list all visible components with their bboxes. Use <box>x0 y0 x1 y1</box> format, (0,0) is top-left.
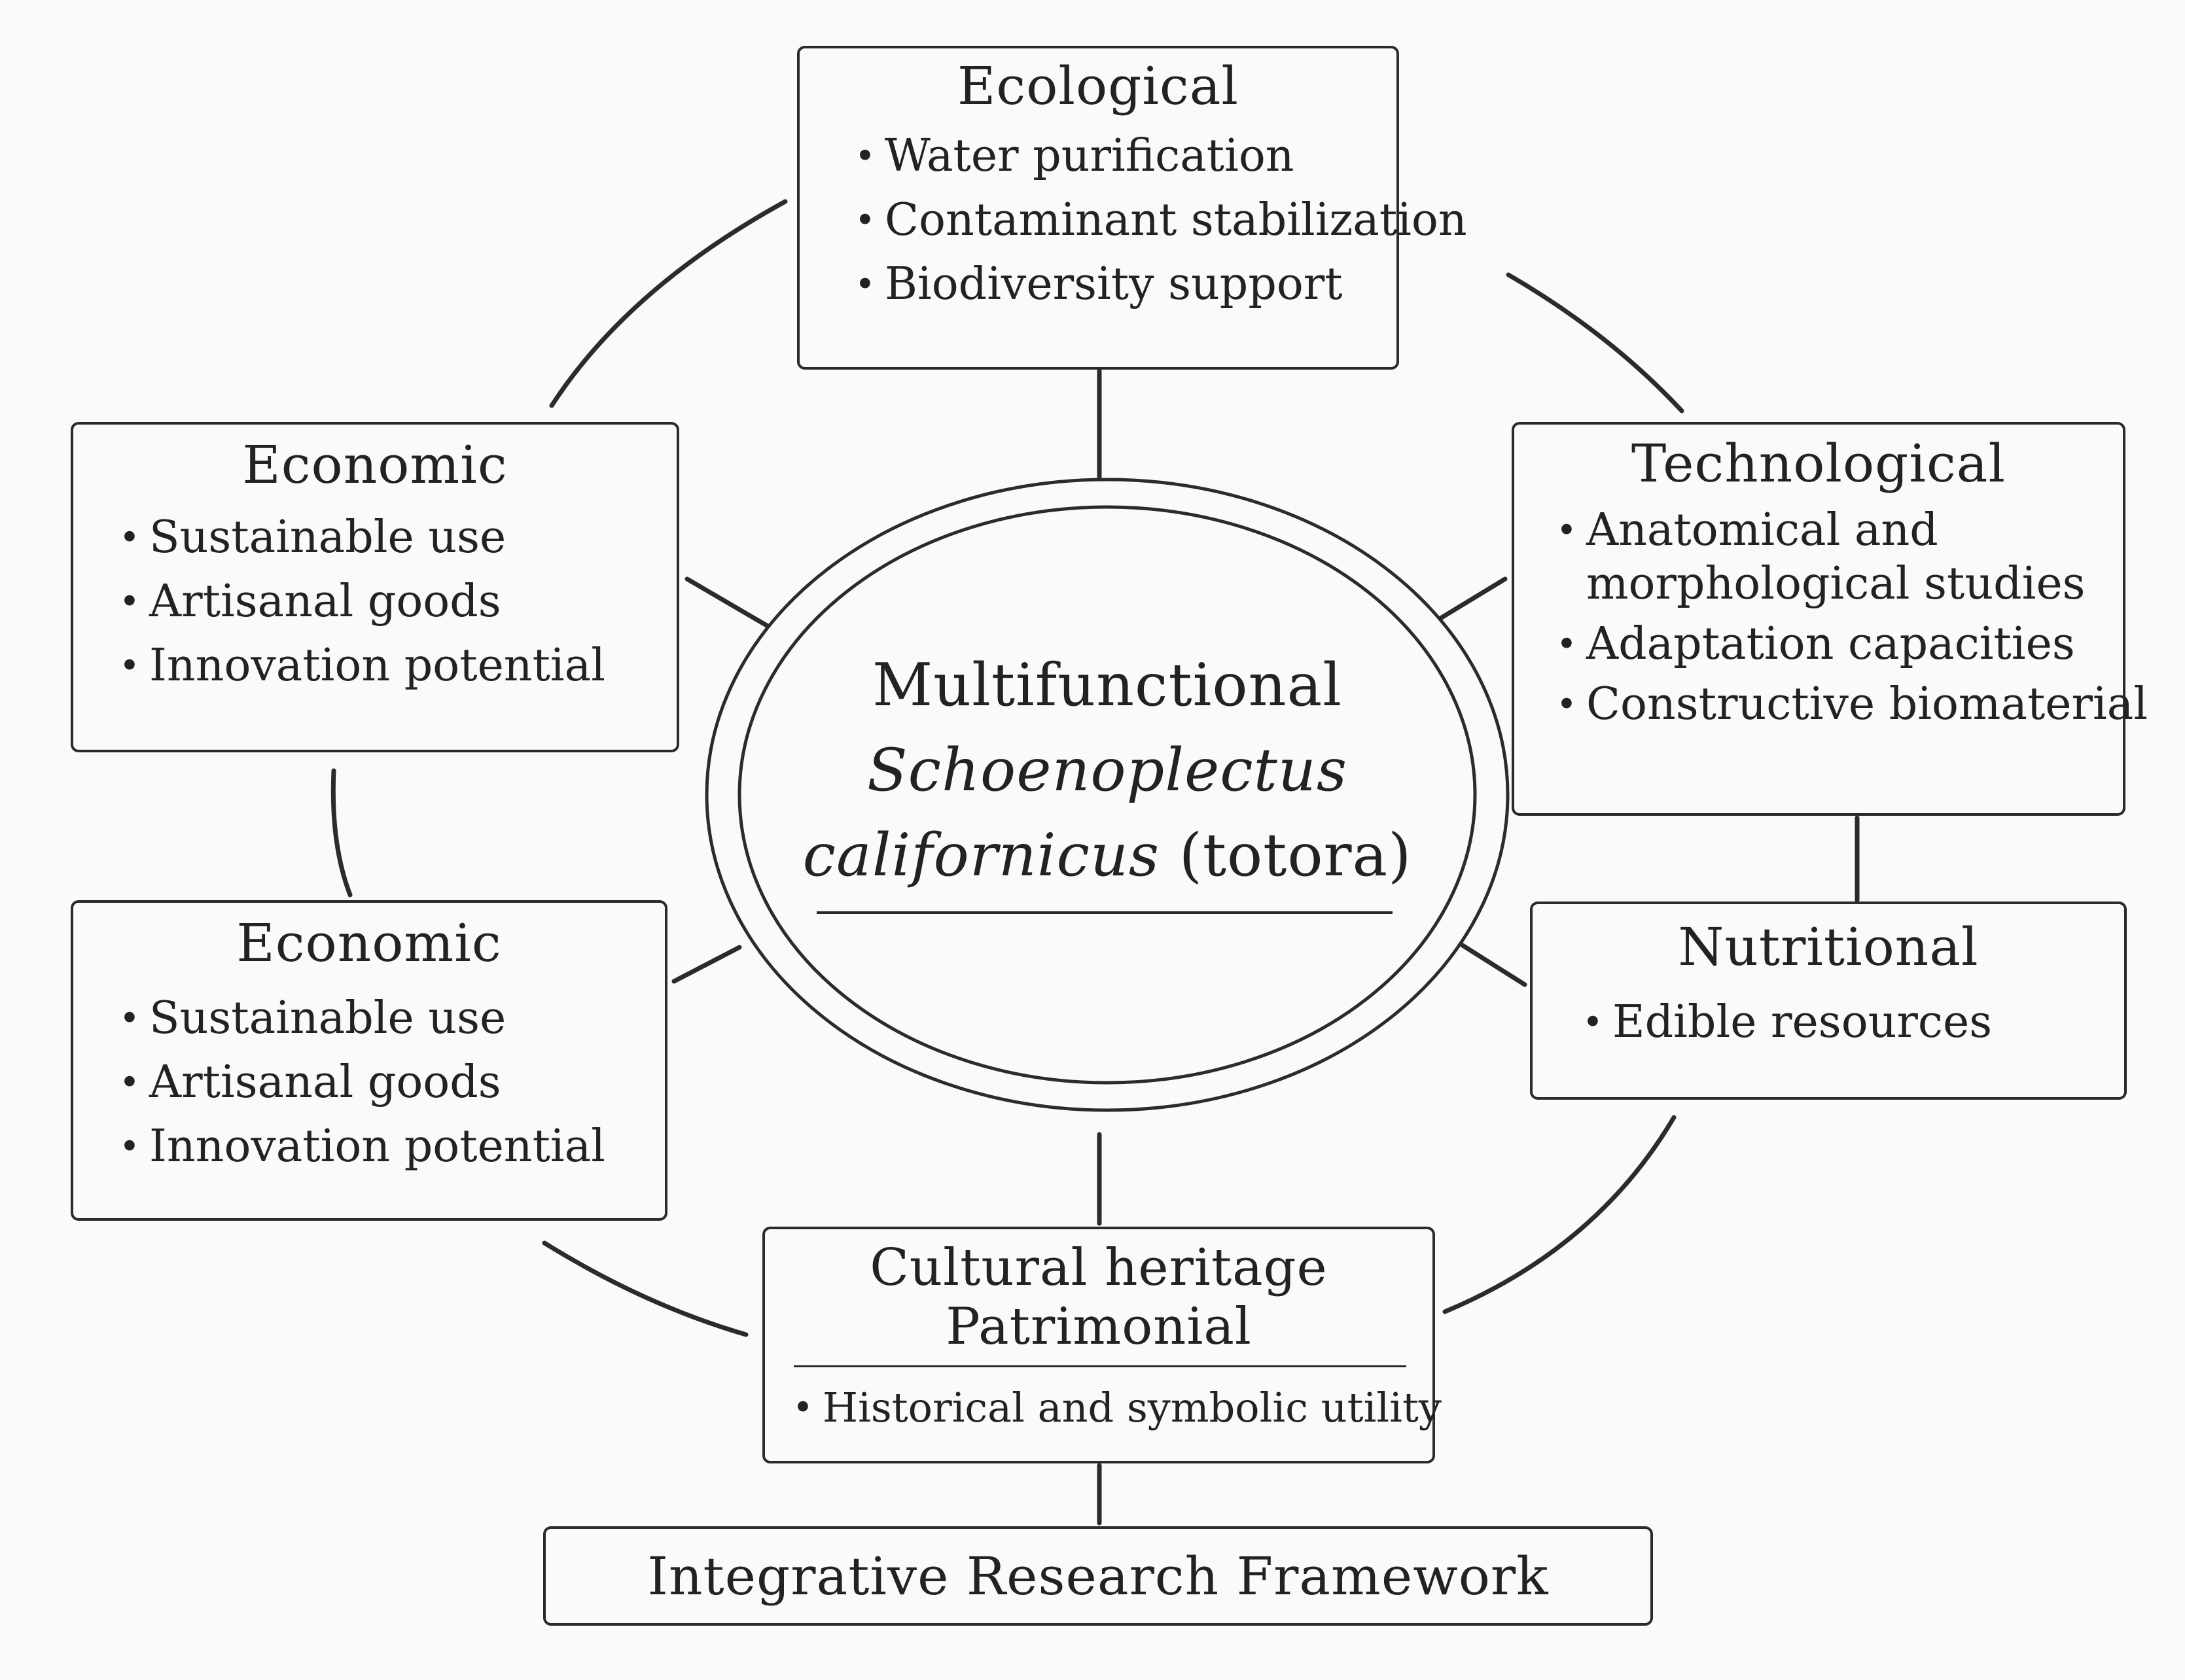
framework-label: Integrative Research Framework <box>647 1545 1549 1607</box>
arrow-economic-bottom-to-economic-top <box>330 768 353 898</box>
center-title-line2: Schoenoplectus <box>867 736 1347 805</box>
center-title-species: californicus <box>802 821 1160 890</box>
list-item: Anatomical and <box>1548 500 2123 561</box>
cultural-title: Cultural heritage Patrimonial <box>765 1238 1432 1356</box>
list-item: Innovation potential <box>111 634 677 698</box>
center-title-line3: californicus (totora) <box>708 813 1506 898</box>
list-item: Sustainable use <box>111 987 665 1051</box>
economic-bottom-list: Sustainable use Artisanal goods Innovati… <box>111 987 665 1179</box>
arrow-economic-to-ecological <box>549 199 788 408</box>
list-item-continuation: morphological studies <box>1586 558 2086 610</box>
nutritional-title: Nutritional <box>1678 917 1979 977</box>
list-item: Adaptation capacities <box>1548 614 2123 674</box>
cultural-heritage-box: Cultural heritage Patrimonial Historical… <box>762 1227 1442 1463</box>
center-title-line1: Multifunctional <box>872 651 1343 720</box>
economic-top-box: Economic Sustainable use Artisanal goods… <box>71 422 679 752</box>
center-title-common-name: (totora) <box>1160 821 1412 890</box>
economic-top-title: Economic <box>242 434 508 495</box>
technological-list: Anatomical and morphological studies Ada… <box>1548 500 2148 735</box>
arrow-center-to-economic-top <box>684 576 772 629</box>
list-item: Contaminant stabilization <box>847 188 1467 253</box>
nutritional-list: Edible resources <box>1574 990 2124 1055</box>
list-item: Sustainable use <box>111 506 677 570</box>
cultural-title-line1: Cultural heritage <box>870 1238 1328 1297</box>
cultural-title-line2: Patrimonial <box>946 1297 1252 1356</box>
technological-box: Technological Anatomical and morphologic… <box>1512 422 2148 816</box>
economic-top-list: Sustainable use Artisanal goods Innovati… <box>111 506 677 698</box>
list-item: Artisanal goods <box>111 1051 665 1115</box>
integrative-framework-box: Integrative Research Framework <box>543 1526 1653 1626</box>
center-title: Multifunctional Schoenoplectus californi… <box>708 643 1506 898</box>
center-circle-outer <box>705 478 1510 1112</box>
arrow-cultural-to-economic <box>542 1240 749 1337</box>
nutritional-box: Nutritional Edible resources <box>1530 901 2127 1100</box>
center-circle-inner <box>737 505 1477 1085</box>
list-item: Biodiversity support <box>847 253 1396 317</box>
ecological-list: Water purification Contaminant stabiliza… <box>847 124 1467 317</box>
economic-bottom-box: Economic Sustainable use Artisanal goods… <box>71 900 667 1221</box>
arrow-center-to-nutritional <box>1460 943 1527 987</box>
center-title-block: Multifunctional Schoenoplectus californi… <box>708 480 1506 1110</box>
technological-title: Technological <box>1631 433 2006 494</box>
arrow-nutritional-to-cultural <box>1442 1115 1677 1314</box>
arrow-center-to-economic-bottom <box>671 945 742 984</box>
ecological-title: Ecological <box>957 56 1239 116</box>
list-item: Edible resources <box>1574 990 2124 1055</box>
list-item: Water purification <box>847 124 1396 188</box>
cultural-list: Historical and symbolic utility <box>785 1376 1442 1439</box>
economic-bottom-title: Economic <box>236 913 502 973</box>
list-item: Innovation potential <box>111 1115 665 1179</box>
arrow-ecological-to-technological <box>1506 272 1684 413</box>
cultural-divider <box>794 1365 1406 1367</box>
list-item: Artisanal goods <box>111 570 677 634</box>
ecological-box: Ecological Water purification Contaminan… <box>797 46 1467 370</box>
list-item: Constructive biomaterial <box>1548 674 2148 735</box>
list-item: Historical and symbolic utility <box>785 1376 1442 1439</box>
